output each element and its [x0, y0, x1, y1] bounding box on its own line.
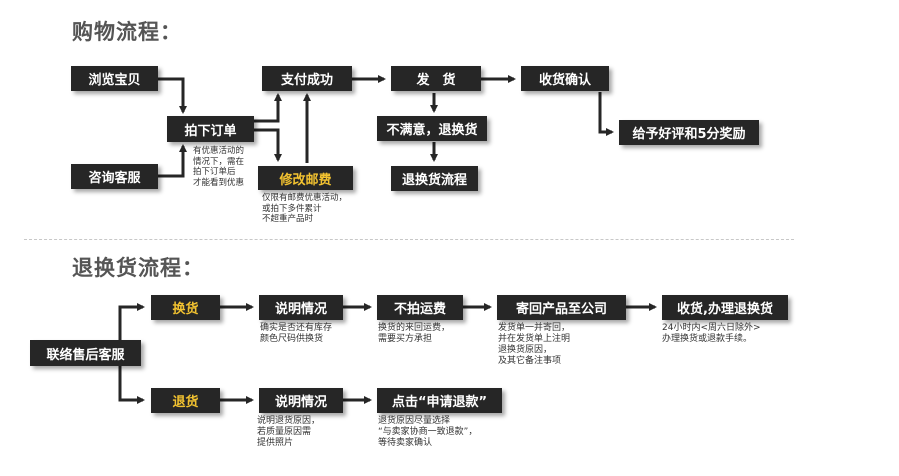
note-click-apply: 退货原因尽量选择 “与卖家协商一致退款”， 等待卖家确认 — [378, 416, 478, 448]
node-explain-refund: 说明情况 — [259, 388, 343, 413]
node-order: 拍下订单 — [167, 116, 254, 142]
arrow-order-to-pay — [254, 93, 282, 123]
node-consult: 咨询客服 — [71, 164, 158, 189]
arrow-contact-to-refund — [118, 366, 145, 404]
node-unsatisfied: 不满意，退换货 — [377, 116, 487, 141]
note-no-shot-freight: 换货的来回运费， 需要买方承担 — [378, 323, 451, 344]
node-receive: 收货确认 — [521, 66, 609, 91]
note-postage: 仅限有邮费优惠活动， 或拍下多件累计 不超重产品时 — [262, 193, 348, 224]
arrow-consult-to-order — [158, 144, 187, 178]
node-pay: 支付成功 — [262, 66, 352, 91]
note-explain-refund: 说明退货原因， 若质量原因需 提供照片 — [257, 416, 321, 448]
note-send-back: 发货单一并寄回， 并在发货单上注明 退换货原因， 及其它备注事项 — [498, 323, 571, 366]
arrow-receive-to-rate — [598, 92, 614, 136]
node-rate: 给予好评和5分奖励 — [619, 120, 759, 145]
node-ship: 发 货 — [391, 66, 481, 91]
node-explain-exchange: 说明情况 — [259, 295, 343, 320]
note-explain-exchange: 确实是否还有库存 颜色尺码供换货 — [260, 323, 333, 344]
node-browse: 浏览宝贝 — [71, 66, 158, 91]
note-discount: 有优惠活动的 情况下，需在 拍下订单后 才能看到优惠 — [193, 146, 245, 188]
node-return-process: 退换货流程 — [391, 166, 478, 191]
node-contact-service: 联络售后客服 — [30, 340, 141, 366]
node-receive-process: 收货,办理退换货 — [662, 295, 788, 320]
node-refund: 退货 — [151, 388, 220, 413]
shopping-flow-title: 购物流程： — [72, 20, 182, 44]
node-modify-postage: 修改邮费 — [258, 166, 353, 190]
arrow-contact-to-exchange — [118, 303, 145, 340]
node-exchange: 换货 — [151, 295, 220, 320]
return-flow-title: 退换货流程： — [72, 256, 204, 280]
arrow-browse-to-order — [158, 77, 187, 114]
note-receive-process: 24小时内<周六日除外> 办理换货或退款手续。 — [662, 323, 761, 344]
node-send-back: 寄回产品至公司 — [497, 295, 626, 320]
arrow-order-to-postage — [254, 128, 282, 162]
node-no-shot-freight: 不拍运费 — [377, 295, 463, 320]
node-click-apply: 点击“申请退款” — [377, 388, 502, 413]
section-divider — [24, 239, 794, 240]
